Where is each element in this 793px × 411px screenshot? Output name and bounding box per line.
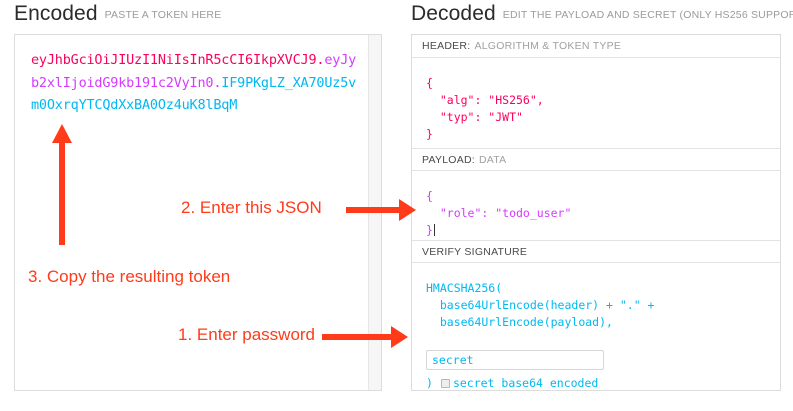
header-section-bar: HEADER: ALGORITHM & TOKEN TYPE [412,35,780,58]
token-separator-1: . [316,52,325,68]
annotation-step-3: 3. Copy the resulting token [28,267,231,286]
annotation-arrow-2-shaft [346,207,402,213]
token-textarea[interactable]: eyJhbGciOiJIUzI1NiIsInR5cCI6IkpXVCJ9.eyJ… [31,49,361,117]
annotation-arrow-3-head [52,124,72,143]
token-header-segment: eyJhbGciOiJIUzI1NiIsInR5cCI6IkpXVCJ9 [31,52,317,68]
annotation-arrow-3-shaft [59,141,65,245]
secret-input[interactable] [426,350,604,370]
decoded-title-text: Decoded [411,2,496,25]
annotation-arrow-2-head [399,199,416,221]
payload-section-label: PAYLOAD: [422,153,475,166]
encoded-subtitle-text: PASTE A TOKEN HERE [104,9,222,21]
encoded-heading: Encoded PASTE A TOKEN HERE [14,2,221,26]
secret-base64-checkbox[interactable] [440,379,450,388]
payload-section-label-dim: DATA [478,153,507,166]
verify-section-bar: VERIFY SIGNATURE [412,240,780,263]
payload-json-editor[interactable]: { "role": "todo_user" } [412,172,780,240]
hmac-line-3: base64UrlEncode(payload), [426,315,613,329]
annotation-arrow-1-head [391,326,408,348]
encoded-title-text: Encoded [14,2,98,25]
text-cursor [433,224,435,236]
hmac-line-1: HMACSHA256( [426,281,503,295]
annotation-arrow-1-shaft [322,334,394,340]
verify-signature-body: HMACSHA256( base64UrlEncode(header) + ".… [412,264,780,390]
verify-section-label: VERIFY SIGNATURE [422,245,528,258]
header-json-editor[interactable]: { "alg": "HS256", "typ": "JWT" } [426,76,544,141]
token-payload-segment: eyJyb2xlIjoidG9kb191c2VyIn0 [31,52,357,91]
decoded-heading: Decoded EDIT THE PAYLOAD AND SECRET (ONLY… [411,2,793,26]
closing-paren: ) [426,376,433,390]
hmac-line-2: base64UrlEncode(header) + "." + [426,298,655,312]
base64-option-row[interactable]: ) secret base64 encoded [426,375,598,392]
decoded-panel: HEADER: ALGORITHM & TOKEN TYPE { "alg": … [411,34,781,391]
payload-section-bar: PAYLOAD: DATA [412,148,780,171]
payload-json-text: { "role": "todo_user" } [426,189,572,237]
token-separator-2: . [213,74,222,91]
secret-base64-label: secret base64 encoded [452,376,599,390]
token-signature-segment: IF9PKgLZ_XA70Uz5vm0OxrqYTCQdXxBA0Oz4uK8l… [31,74,357,114]
annotation-step-1: 1. Enter password [178,325,316,344]
header-section-label: HEADER: [422,40,471,52]
annotation-step-2: 2. Enter this JSON [181,198,322,217]
decoded-subtitle-text: EDIT THE PAYLOAD AND SECRET (ONLY HS256 … [502,9,793,21]
header-section-label-dim: ALGORITHM & TOKEN TYPE [474,40,622,52]
